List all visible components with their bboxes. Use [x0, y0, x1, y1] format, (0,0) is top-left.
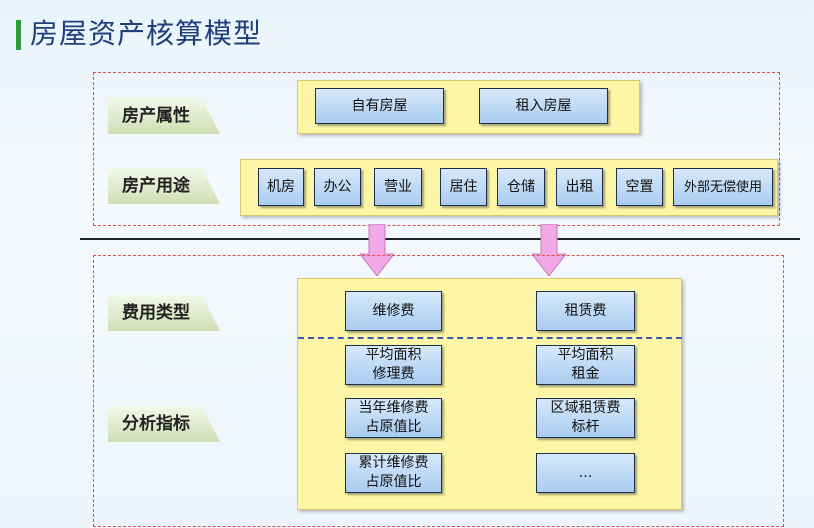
arrow-down-right — [532, 224, 566, 276]
box-use-rent-out[interactable]: 出租 — [556, 168, 603, 206]
lower-section-box — [93, 255, 784, 527]
box-regional-rent-benchmark[interactable]: 区域租赁费 标杆 — [536, 398, 635, 438]
box-use-storage[interactable]: 仓储 — [497, 168, 545, 206]
box-use-office[interactable]: 办公 — [314, 168, 361, 206]
box-use-machine-room[interactable]: 机房 — [258, 168, 304, 206]
dashed-separator — [298, 337, 682, 339]
box-year-repair-ratio[interactable]: 当年维修费 占原值比 — [345, 398, 442, 438]
upper-section-box — [93, 72, 780, 226]
arrow-down-left — [360, 224, 394, 276]
box-leased-house[interactable]: 租入房屋 — [479, 88, 608, 124]
box-avg-area-repair[interactable]: 平均面积 修理费 — [345, 345, 442, 385]
tag-property-use: 房产用途 — [108, 168, 220, 204]
tag-expense-type: 费用类型 — [108, 295, 220, 331]
box-cumulative-repair-ratio[interactable]: 累计维修费 占原值比 — [345, 453, 442, 493]
page-title: 房屋资产核算模型 — [30, 17, 263, 50]
title-accent-bar — [16, 20, 21, 50]
box-use-business[interactable]: 营业 — [374, 168, 422, 206]
box-use-residence[interactable]: 居住 — [440, 168, 487, 206]
box-rental-fee[interactable]: 租赁费 — [536, 291, 635, 331]
box-ellipsis[interactable]: … — [536, 453, 635, 493]
box-owned-house[interactable]: 自有房屋 — [315, 88, 444, 124]
section-divider — [80, 238, 800, 240]
tag-analysis-index: 分析指标 — [108, 406, 220, 442]
box-repair-fee[interactable]: 维修费 — [345, 291, 442, 331]
box-avg-area-rent[interactable]: 平均面积 租金 — [536, 345, 635, 385]
box-use-external-free[interactable]: 外部无偿使用 — [673, 168, 773, 206]
box-use-vacant[interactable]: 空置 — [616, 168, 663, 206]
tag-property-attr: 房产属性 — [108, 98, 220, 134]
